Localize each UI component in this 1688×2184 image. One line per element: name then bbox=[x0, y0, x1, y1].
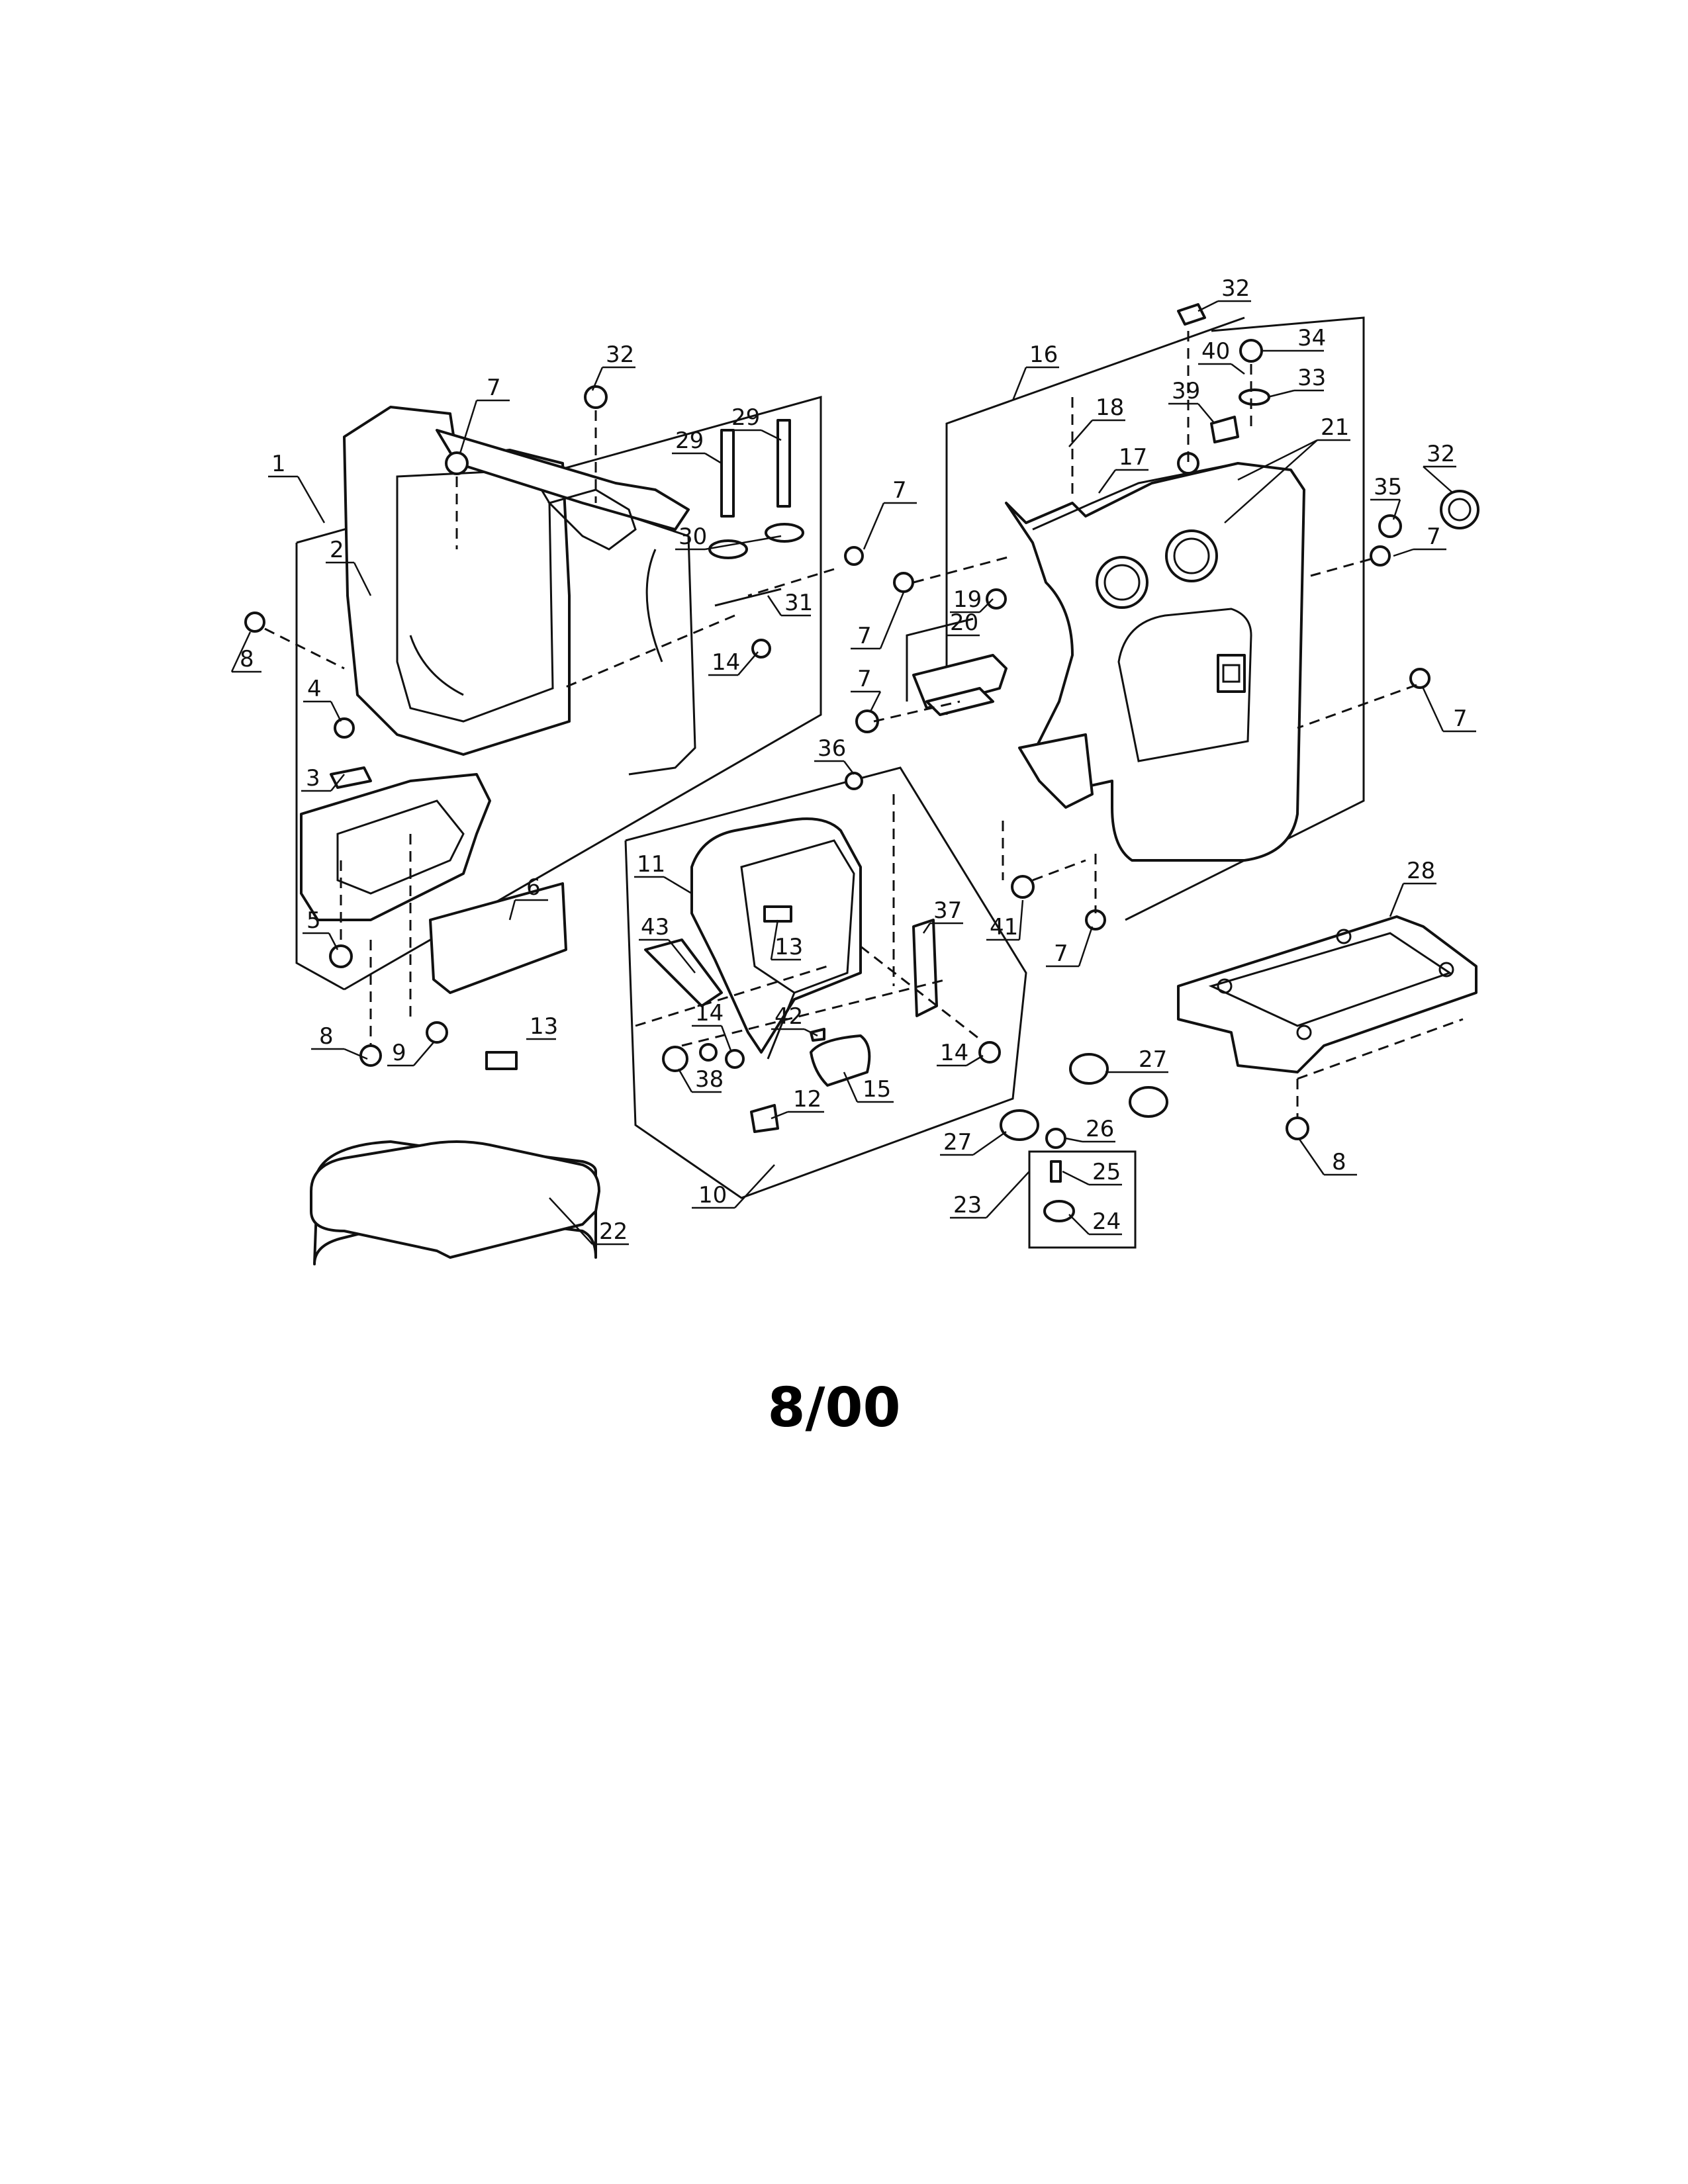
label-7-far-right: 7 bbox=[1427, 523, 1441, 550]
label-7-middle: 7 bbox=[892, 477, 907, 504]
label-12: 12 bbox=[793, 1086, 821, 1113]
label-7-right-lower: 7 bbox=[1453, 705, 1468, 732]
label-16: 16 bbox=[1029, 341, 1058, 368]
part-labels: 1 2 3 4 5 6 7 7 7 7 7 7 7 8 8 8 9 10 11 … bbox=[240, 275, 1468, 1245]
label-40: 40 bbox=[1201, 338, 1230, 365]
face-cover-part bbox=[690, 817, 862, 1054]
label-7-right-b: 7 bbox=[857, 666, 872, 692]
label-10: 10 bbox=[698, 1182, 727, 1208]
label-7-bottom: 7 bbox=[1054, 940, 1068, 967]
revision-date: 8/00 bbox=[767, 1377, 901, 1439]
label-15: 15 bbox=[863, 1076, 891, 1103]
label-1: 1 bbox=[271, 451, 286, 477]
plate-part bbox=[429, 882, 567, 994]
label-8-left: 8 bbox=[240, 646, 254, 672]
leader-lines bbox=[230, 300, 1476, 1246]
label-3: 3 bbox=[306, 765, 320, 792]
label-5: 5 bbox=[306, 907, 321, 934]
label-27-right: 27 bbox=[1139, 1046, 1167, 1073]
label-26: 26 bbox=[1086, 1116, 1114, 1142]
label-37: 37 bbox=[933, 897, 962, 924]
label-7-top-left: 7 bbox=[487, 375, 501, 401]
top-cover-part bbox=[436, 429, 690, 531]
label-32-top: 32 bbox=[1221, 275, 1250, 302]
label-2: 2 bbox=[330, 537, 344, 563]
label-17: 17 bbox=[1119, 444, 1147, 471]
label-8-bottom: 8 bbox=[319, 1023, 334, 1050]
label-19: 19 bbox=[953, 586, 982, 613]
feet-group bbox=[1000, 1053, 1168, 1249]
label-11: 11 bbox=[637, 851, 665, 878]
label-8-right: 8 bbox=[1332, 1149, 1346, 1175]
label-43: 43 bbox=[641, 914, 669, 940]
base-plate-group bbox=[1177, 915, 1477, 1140]
label-27-left: 27 bbox=[943, 1129, 972, 1156]
label-9: 9 bbox=[392, 1040, 406, 1066]
label-21: 21 bbox=[1321, 414, 1349, 441]
label-29-right: 29 bbox=[731, 404, 760, 431]
label-24: 24 bbox=[1092, 1208, 1121, 1235]
label-18: 18 bbox=[1096, 394, 1124, 421]
left-base-part bbox=[300, 773, 491, 921]
label-14-left: 14 bbox=[712, 649, 740, 676]
label-34: 34 bbox=[1297, 325, 1326, 351]
label-41: 41 bbox=[990, 914, 1018, 940]
label-20: 20 bbox=[950, 610, 978, 636]
label-29-left: 29 bbox=[675, 428, 704, 454]
label-4: 4 bbox=[307, 676, 322, 702]
label-23: 23 bbox=[953, 1192, 982, 1218]
label-14-right: 14 bbox=[940, 1040, 968, 1066]
label-25: 25 bbox=[1092, 1159, 1121, 1185]
label-14-middle: 14 bbox=[695, 1000, 724, 1026]
label-33: 33 bbox=[1297, 365, 1326, 391]
label-39: 39 bbox=[1172, 378, 1200, 404]
label-6: 6 bbox=[526, 874, 541, 901]
base-plate-part bbox=[1177, 915, 1477, 1073]
label-7-right-a: 7 bbox=[857, 623, 872, 649]
label-13-left: 13 bbox=[530, 1013, 558, 1040]
front-cover-part bbox=[343, 406, 571, 756]
rear-cover-group bbox=[844, 303, 1479, 931]
label-32-left: 32 bbox=[606, 341, 634, 368]
label-30: 30 bbox=[679, 523, 707, 550]
rear-cover-part bbox=[1005, 462, 1305, 862]
label-35: 35 bbox=[1374, 474, 1402, 500]
label-13-middle: 13 bbox=[774, 934, 803, 960]
label-28: 28 bbox=[1407, 858, 1435, 884]
middle-cover-group bbox=[485, 766, 1027, 1199]
label-22: 22 bbox=[599, 1218, 628, 1245]
left-cover-group bbox=[244, 385, 835, 1265]
label-42: 42 bbox=[774, 1003, 803, 1030]
label-38: 38 bbox=[695, 1066, 724, 1093]
label-32-right: 32 bbox=[1427, 441, 1455, 467]
label-36: 36 bbox=[818, 735, 846, 762]
label-31: 31 bbox=[784, 590, 813, 616]
